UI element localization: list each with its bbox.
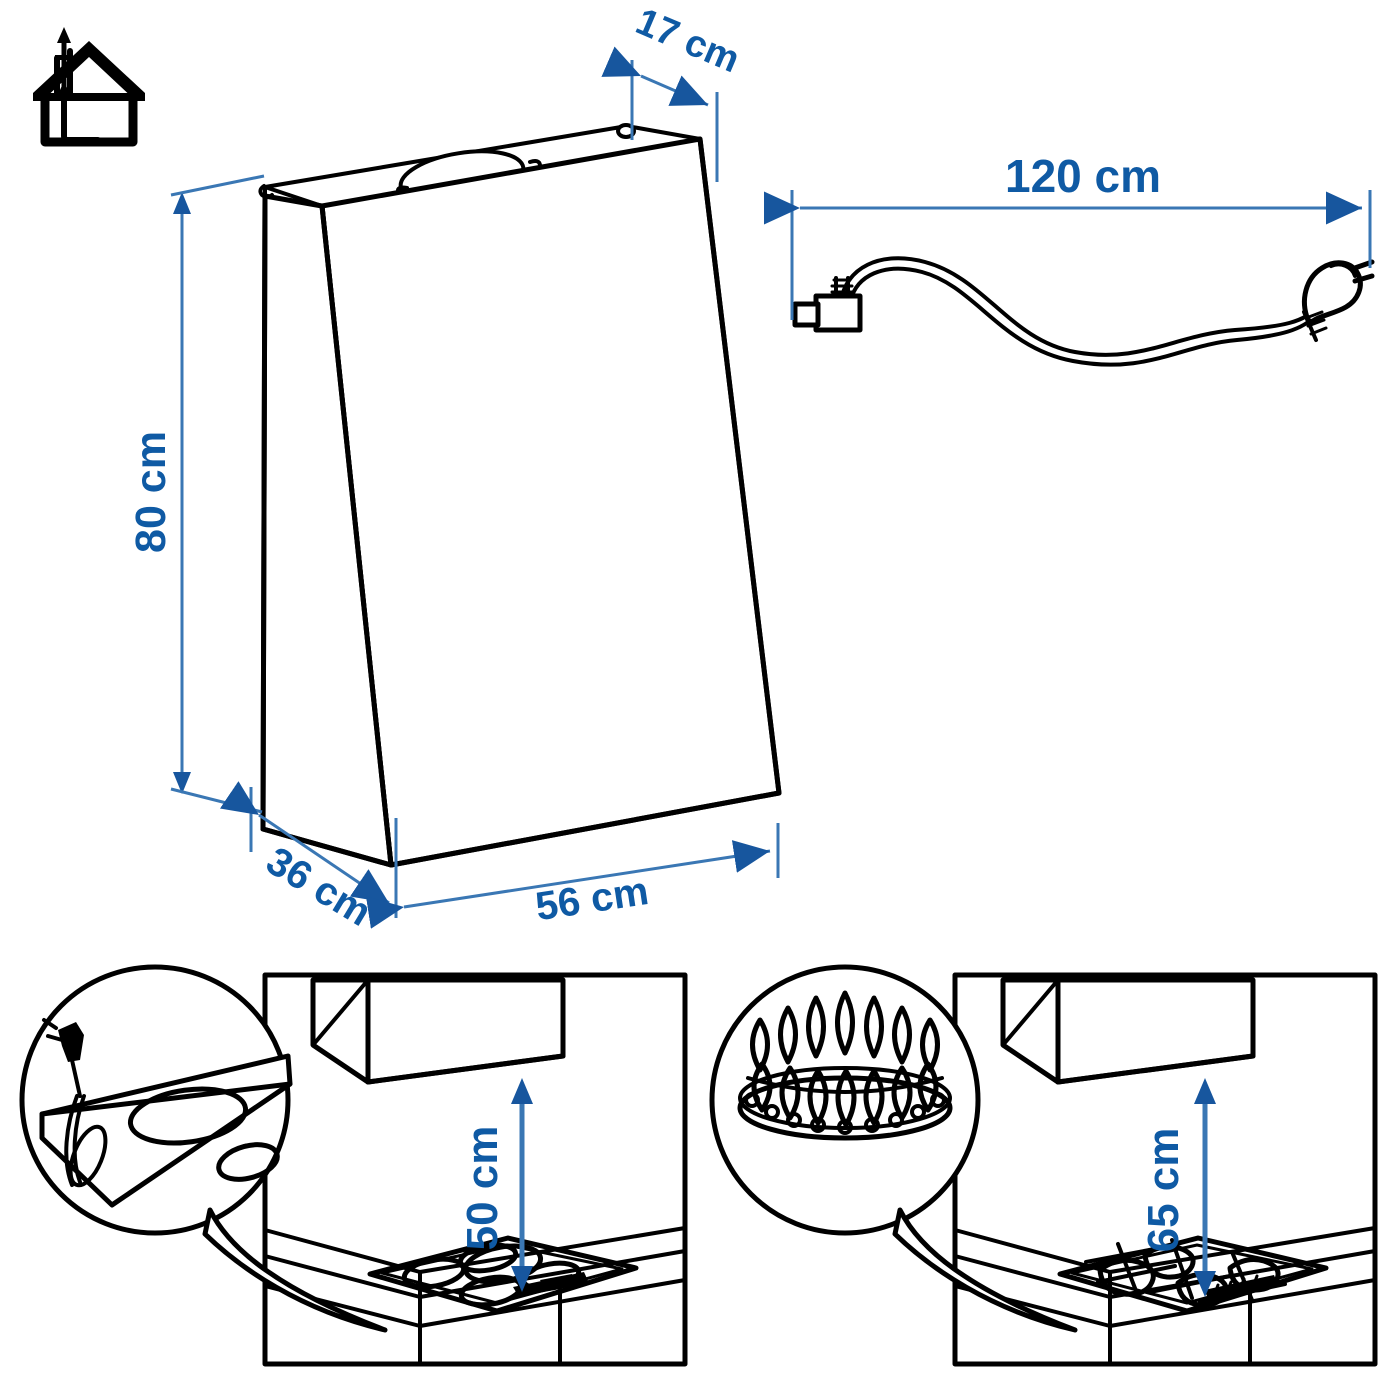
dimension-36cm: 36 cm [219,781,398,935]
electric-hob-clearance-panel [19,964,688,1367]
dimension-65cm: 65 cm [1139,1078,1216,1297]
dimension-50cm: 50 cm [458,1078,533,1292]
dimension-56cm: 56 cm [365,823,780,929]
power-cord-illustration [792,256,1375,367]
dimension-17cm: 17 cm [601,1,746,182]
dimension-label-56cm: 56 cm [533,869,652,929]
dimension-label-120cm: 120 cm [1005,150,1161,202]
house-ducted-vent-icon [33,27,145,147]
dimension-label-50cm: 50 cm [458,1126,507,1251]
range-hood-illustration [258,123,782,868]
dimension-label-65cm: 65 cm [1139,1128,1188,1253]
dimension-80cm: 80 cm [127,174,265,814]
dimension-label-17cm: 17 cm [630,1,746,82]
gas-burner-flame-detail [737,990,953,1141]
dimension-label-36cm: 36 cm [259,839,379,935]
dimension-label-80cm: 80 cm [127,431,175,553]
gas-hob-clearance-panel [709,964,1378,1367]
dimension-120cm: 120 cm [764,150,1372,320]
